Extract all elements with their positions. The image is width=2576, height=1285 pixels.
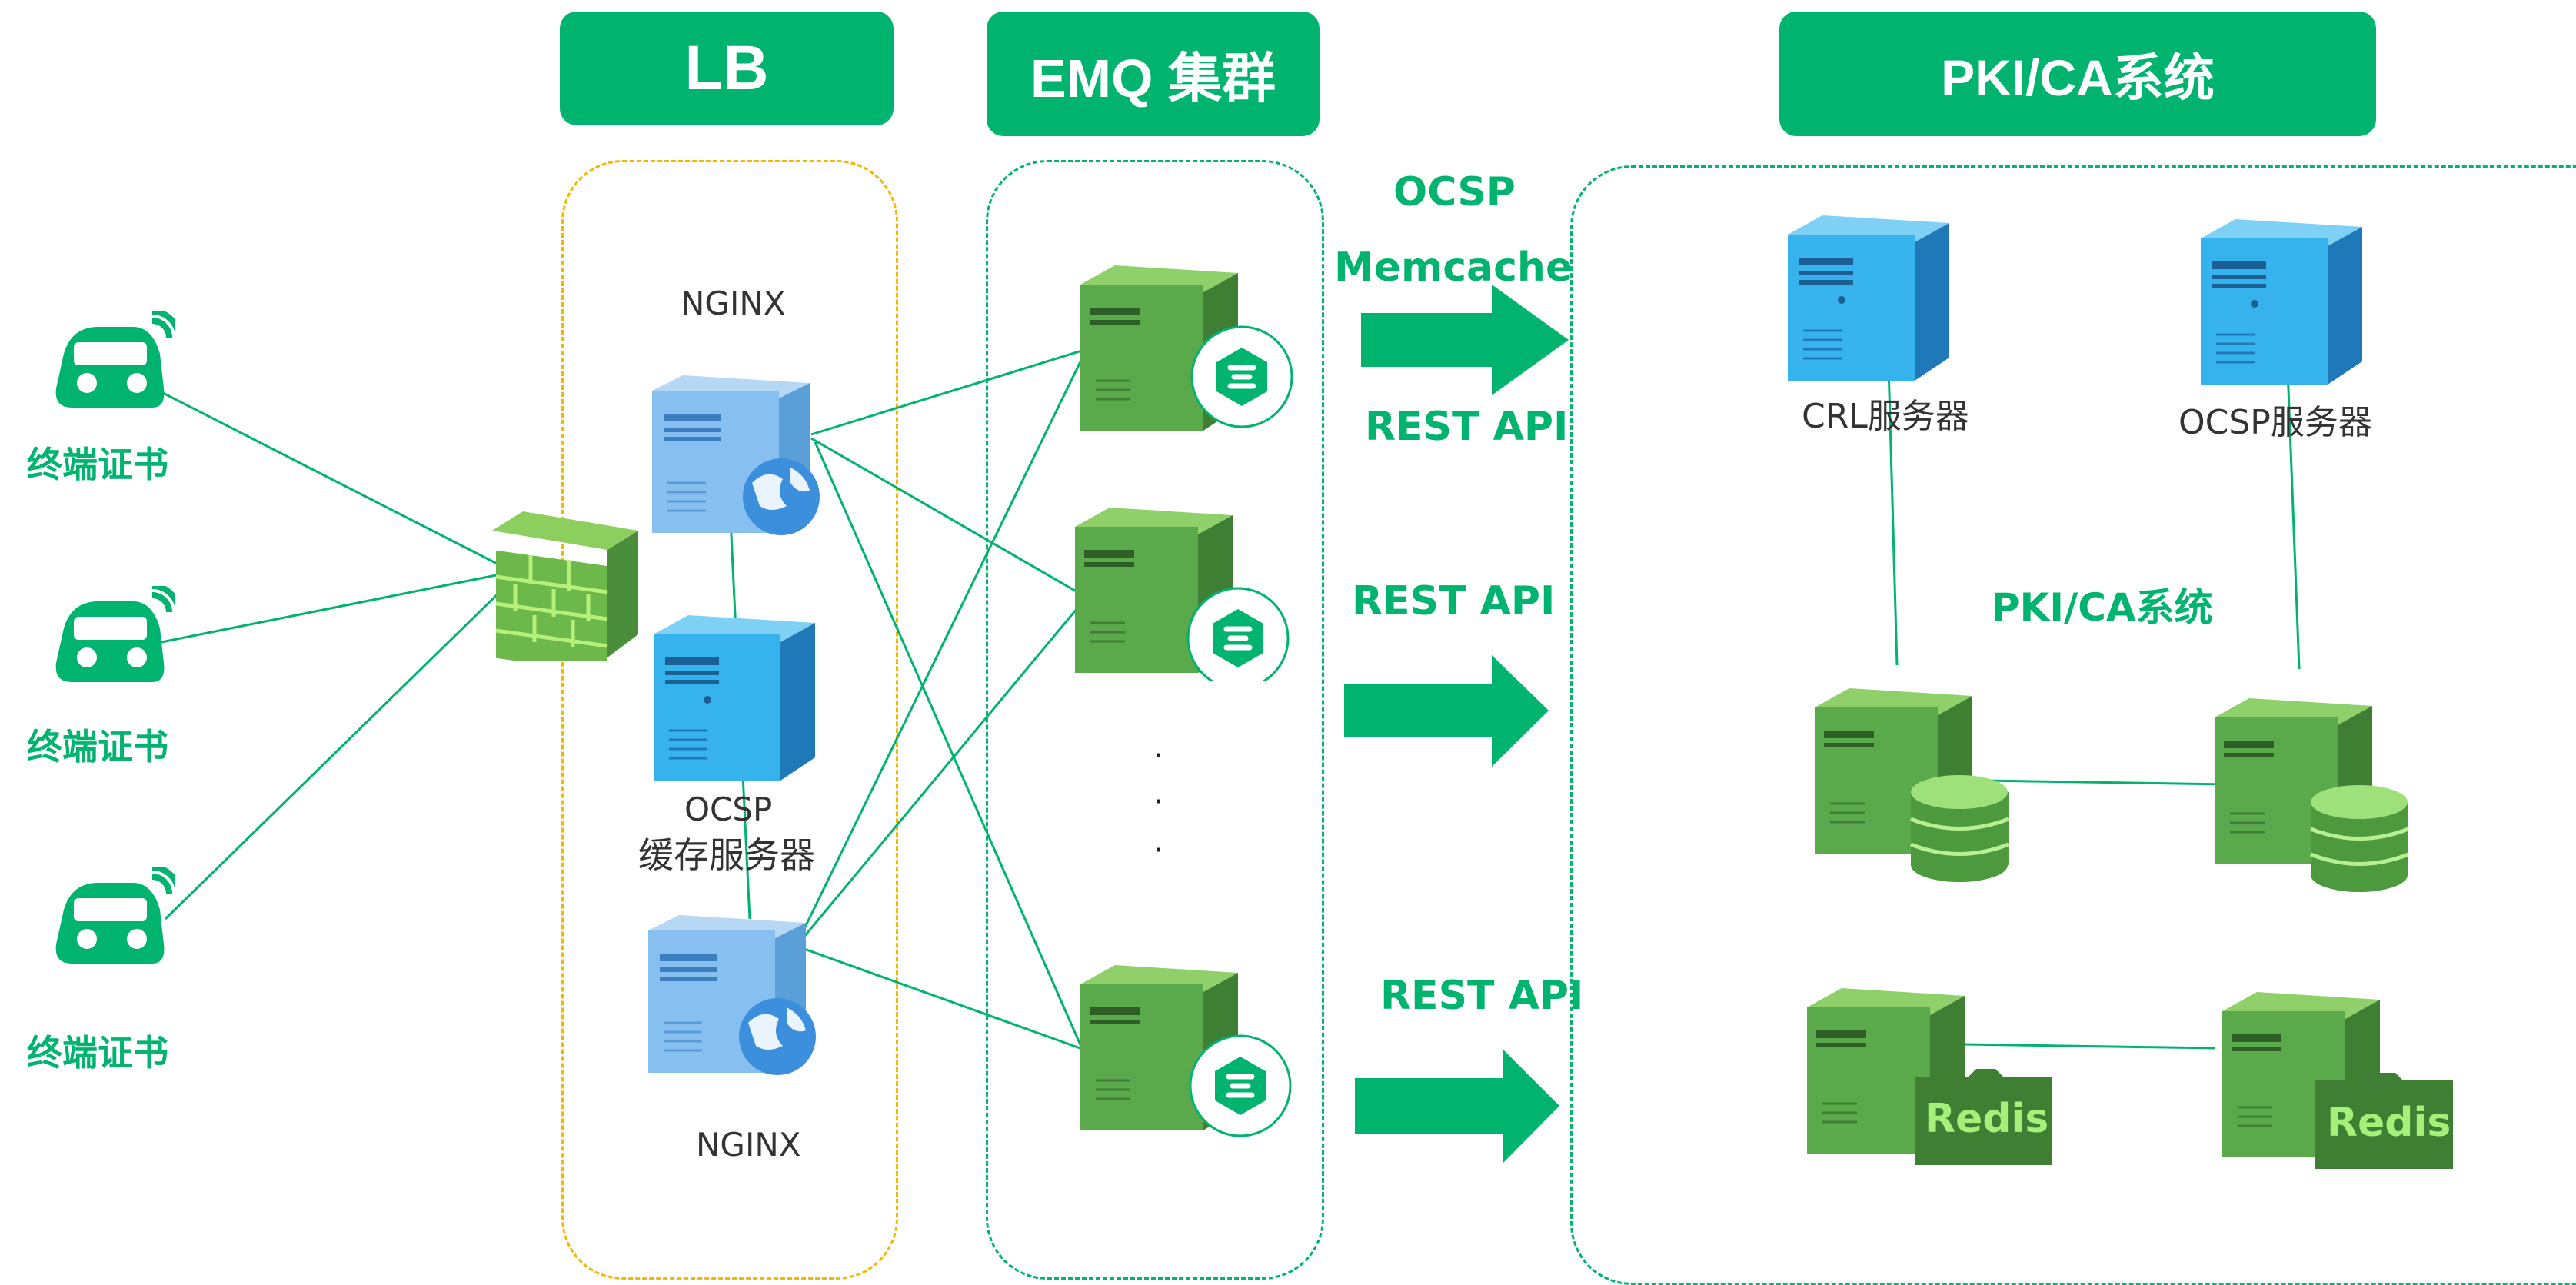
redis-server-icon (1807, 977, 2053, 1180)
ellipsis-dot: · (1153, 738, 1163, 774)
lb-header: LB (560, 12, 894, 125)
ocsp-cache-label-line2: 缓存服务器 (638, 834, 815, 876)
nginx-bottom-label: NGINX (696, 1126, 801, 1163)
emq-cluster-header: EMQ 集群 (987, 12, 1320, 136)
redis-label-left: Redis (1925, 1096, 2049, 1142)
arrow-middle (1344, 655, 1549, 767)
arrow-top-label-rest-api: REST API (1365, 404, 1569, 450)
redis-label-right: Redis (2327, 1100, 2451, 1146)
crl-server-label: CRL服务器 (1802, 397, 1969, 436)
nginx-server-icon (648, 900, 817, 1095)
ellipsis-dot: · (1153, 833, 1163, 868)
connection-lines (161, 285, 2301, 1163)
emq-node-server-icon (1080, 954, 1303, 1141)
arrow-top-label-ocsp: OCSP (1393, 169, 1516, 215)
database-server-icon (2215, 687, 2415, 905)
arrow-bottom-label-rest-api: REST API (1380, 973, 1584, 1019)
car-icon (45, 583, 181, 704)
ocsp-cache-server-icon (654, 608, 815, 795)
arrow-top (1361, 285, 1569, 395)
pki-inner-title: PKI/CA系统 (1992, 585, 2213, 630)
ocsp-cache-label-line1: OCSP (684, 791, 773, 828)
emq-node-server-icon (1075, 496, 1298, 690)
ellipsis-dot: · (1153, 784, 1163, 820)
database-server-icon (1815, 677, 2015, 895)
redis-server-icon (2222, 980, 2468, 1183)
ocsp-server-icon (2201, 211, 2362, 399)
nginx-top-label: NGINX (681, 285, 786, 322)
ocsp-server-label: OCSP服务器 (2178, 403, 2372, 442)
arrow-middle-label-rest-api: REST API (1352, 578, 1556, 624)
terminal-label: 终端证书 (27, 726, 168, 767)
car-icon (45, 864, 181, 986)
arrow-top-label-memcache: Memcache (1334, 245, 1573, 291)
nginx-server-icon (652, 360, 821, 555)
car-icon (45, 308, 181, 430)
crl-server-icon (1788, 208, 1949, 395)
pki-ca-header: PKI/CA系统 (1779, 12, 2376, 136)
firewall-icon (492, 508, 638, 674)
emq-node-server-icon (1080, 254, 1303, 441)
arrow-bottom (1355, 1050, 1559, 1163)
terminal-label: 终端证书 (27, 1032, 168, 1074)
terminal-label: 终端证书 (27, 444, 168, 485)
